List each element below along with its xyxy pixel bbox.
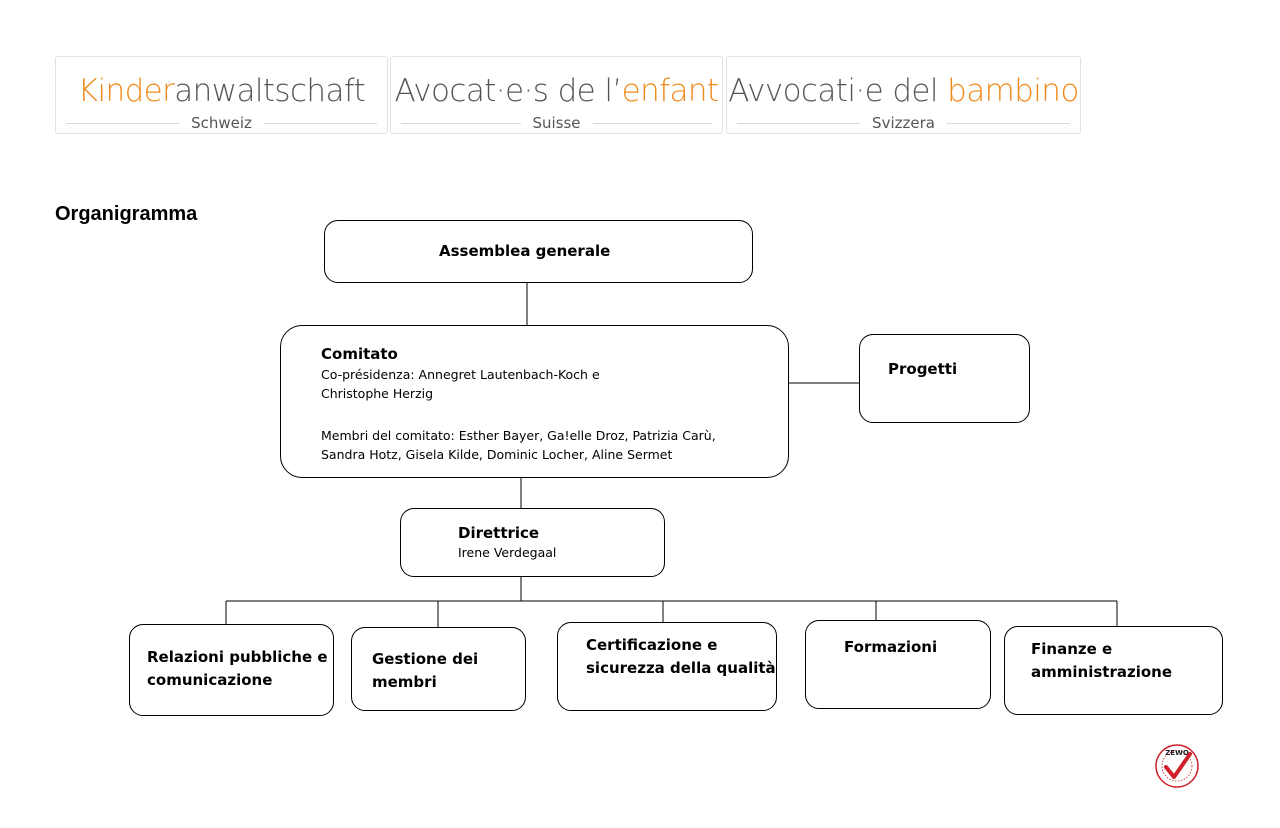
director-name: Irene Verdegaal xyxy=(458,545,557,560)
logo-subline: Schweiz xyxy=(66,114,377,132)
node-title-line: membri xyxy=(372,673,437,691)
node-title-line: comunicazione xyxy=(147,671,273,689)
committee-copresidency-line: Co-présidenza: Annegret Lautenbach-Koch … xyxy=(321,367,600,382)
node-title-line: Finanze e xyxy=(1031,640,1113,658)
node-dept-members: Gestione dei membri xyxy=(351,627,526,711)
logo-wordmark: Avvocati·e del bambino xyxy=(728,73,1079,109)
node-title: Assemblea generale xyxy=(439,242,611,260)
committee-members-line: Sandra Hotz, Gisela Kilde, Dominic Loche… xyxy=(321,447,673,462)
logo-wordmark: Kinderanwaltschaft xyxy=(77,73,366,109)
logo-avocats: Avocat·e·s de l’enfant Suisse xyxy=(390,56,723,134)
node-committee: Comitato Co-présidenza: Annegret Lautenb… xyxy=(280,325,789,478)
node-dept-public-relations: Relazioni pubbliche e comunicazione xyxy=(129,624,334,716)
logo-country: Svizzera xyxy=(860,114,947,132)
node-assembly: Assemblea generale xyxy=(324,220,753,283)
logo-country: Suisse xyxy=(520,114,593,132)
node-title: Direttrice xyxy=(458,524,540,542)
logo-kinderanwaltschaft: Kinderanwaltschaft Schweiz xyxy=(55,56,388,134)
node-dept-training: Formazioni xyxy=(805,620,991,709)
node-dept-finance: Finanze e amministrazione xyxy=(1004,626,1223,715)
logo-country: Schweiz xyxy=(179,114,264,132)
committee-copresidency-line: Christophe Herzig xyxy=(321,386,434,401)
node-title-line: Formazioni xyxy=(844,638,938,656)
logo-subline: Suisse xyxy=(401,114,712,132)
logo-avvocati: Avvocati·e del bambino Svizzera xyxy=(726,56,1081,134)
node-title-line: Certificazione e xyxy=(586,636,718,654)
node-title-line: amministrazione xyxy=(1031,663,1172,681)
node-title-line: Relazioni pubbliche e xyxy=(147,648,328,666)
page-title: Organigramma xyxy=(55,203,198,225)
node-title-line: Gestione dei xyxy=(372,650,479,668)
zewo-seal-icon: ZEWO xyxy=(1155,744,1199,788)
node-title: Progetti xyxy=(888,360,958,378)
logo-subline: Svizzera xyxy=(737,114,1070,132)
logo-wordmark: Avocat·e·s de l’enfant xyxy=(394,73,720,109)
node-projects: Progetti xyxy=(859,334,1030,423)
node-title: Comitato xyxy=(321,345,398,363)
zewo-label: ZEWO xyxy=(1165,749,1189,757)
committee-members-line: Membri del comitato: Esther Bayer, Ga!el… xyxy=(321,428,716,443)
node-director: Direttrice Irene Verdegaal xyxy=(400,508,665,577)
node-dept-certification: Certificazione e sicurezza della qualità xyxy=(557,622,777,711)
node-title-line: sicurezza della qualità xyxy=(586,659,776,677)
